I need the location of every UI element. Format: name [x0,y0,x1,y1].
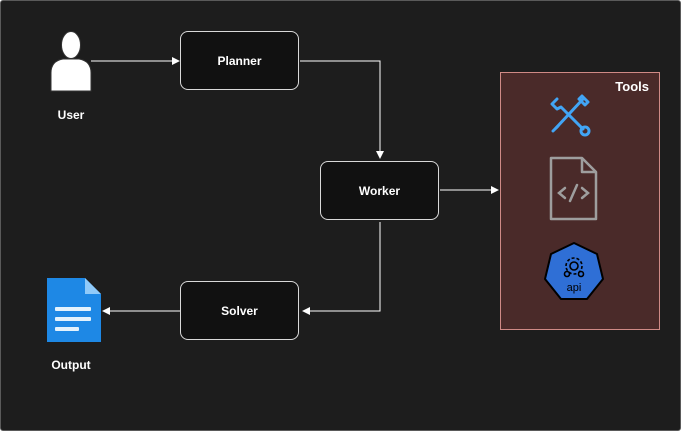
api-icon: api [544,242,604,300]
output-label: Output [51,358,91,372]
api-label: api [567,282,582,294]
tools-title: Tools [615,79,649,94]
solver-node[interactable]: Solver [180,281,299,340]
document-icon [47,278,101,342]
code-file-icon [549,156,598,221]
edge-worker-solver [302,222,381,315]
worker-node[interactable]: Worker [320,161,439,220]
user-icon [50,31,92,92]
planner-node[interactable]: Planner [180,31,299,90]
wrench-screwdriver-icon [550,94,591,137]
user-label: User [57,108,85,122]
edge-planner-worker [300,60,384,159]
